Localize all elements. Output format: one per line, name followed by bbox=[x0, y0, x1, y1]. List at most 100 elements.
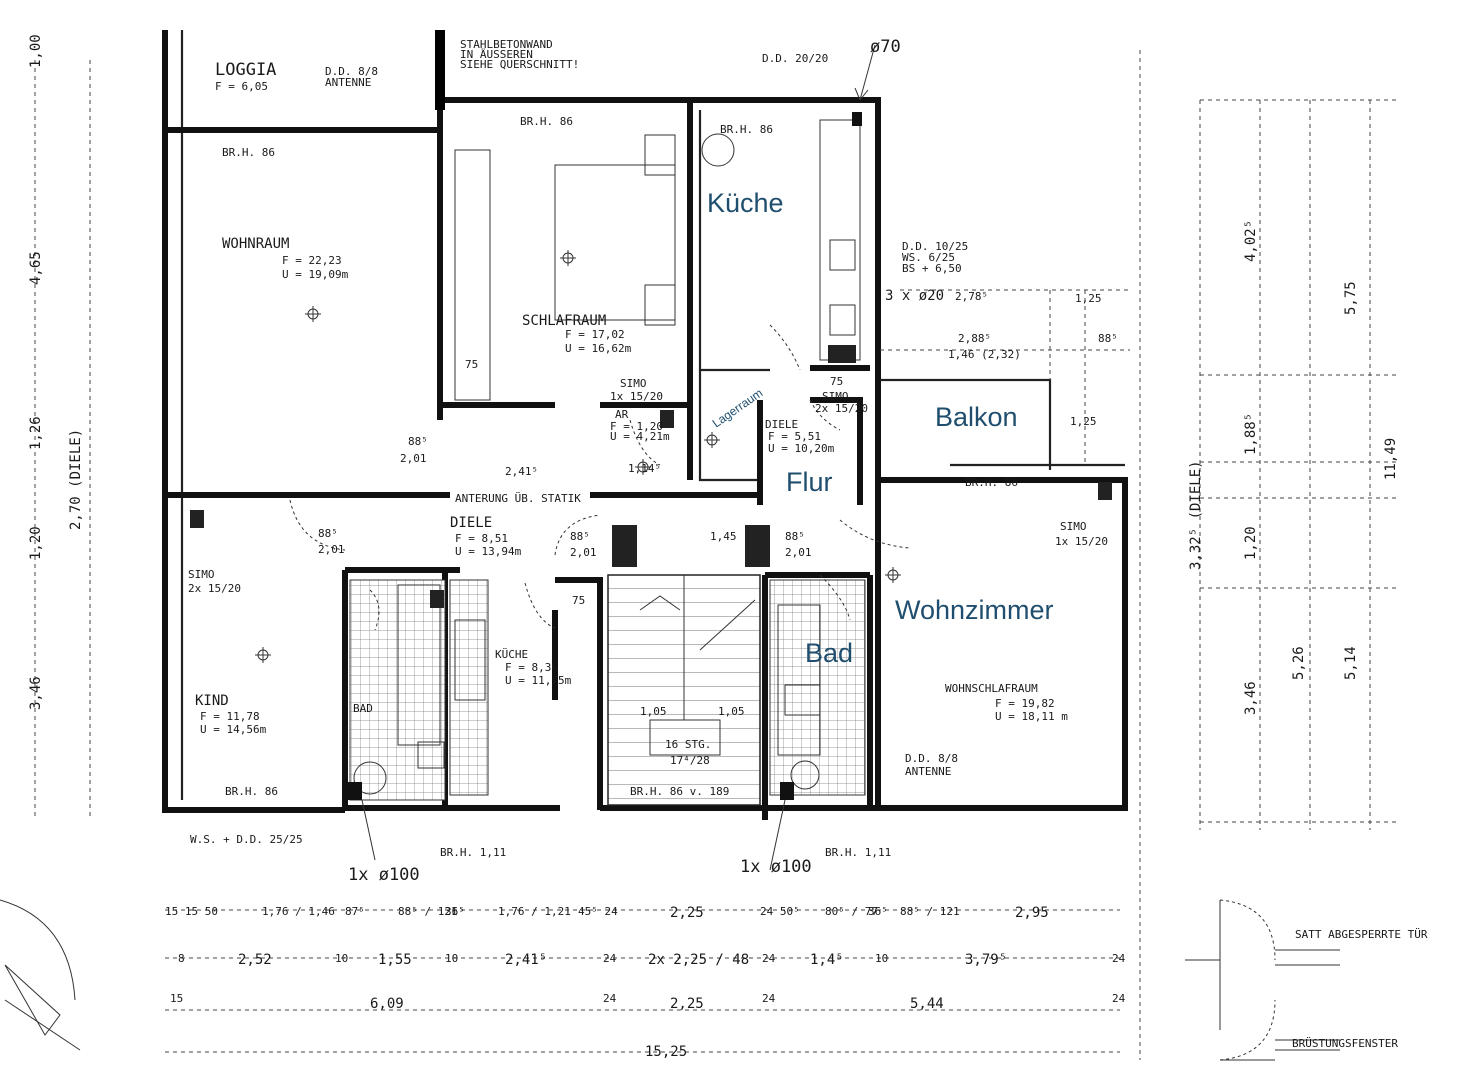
kueche2-u: U = 11,75m bbox=[505, 674, 572, 687]
diele-1u: U = 10,20m bbox=[768, 442, 835, 455]
dim-b2-0: 8 bbox=[178, 952, 185, 965]
loggia-area: F = 6,05 bbox=[215, 80, 268, 93]
dim-201a: 2,01 bbox=[400, 452, 427, 465]
dd88-antenne-b: ANTENNE bbox=[905, 765, 951, 778]
dim-b1-8: 24 50⁵ bbox=[760, 905, 800, 918]
door-swings bbox=[289, 324, 911, 631]
dd-1025-c: BS + 6,50 bbox=[902, 262, 962, 275]
room-kueche: Küche bbox=[707, 188, 784, 218]
dim-75b: 75 bbox=[572, 594, 585, 607]
dim-885d: 88⁵ bbox=[570, 530, 590, 543]
dim-75c: 75 bbox=[830, 375, 843, 388]
simo-4b: 2x 15/20 bbox=[188, 582, 241, 595]
stahlbeton-note-3: SIEHE QUERSCHNITT! bbox=[460, 58, 579, 71]
dim-left-3: 1,26 bbox=[28, 416, 44, 450]
dd-1025: D.D. 10/25 bbox=[902, 240, 968, 253]
dim-b1-3: 88⁵ / 121 bbox=[398, 905, 458, 918]
bottom-dimensions-row2: 8 2,52 10 1,55 10 2,41⁵ 24 2x 2,25 / 48 … bbox=[178, 952, 1126, 968]
right-dimensions: 4,02⁵ 5,75 1,88⁵ 3,32⁵ (DIELE) 1,20 11,4… bbox=[1188, 220, 1399, 715]
dd-1025-b: WS. 6/25 bbox=[902, 251, 955, 264]
dim-b3-6: 24 bbox=[1112, 992, 1126, 1005]
dim-b1-7: 2,25 bbox=[670, 905, 704, 921]
schlafraum-f: F = 17,02 bbox=[565, 328, 625, 341]
room-lagerraum: Lagerraum bbox=[710, 386, 766, 431]
dim-2785: 2,78⁵ bbox=[955, 290, 988, 303]
brh86-kind: BR.H. 86 bbox=[225, 785, 278, 798]
dim-b2-2: 10 bbox=[335, 952, 348, 965]
dim-b3-1: 6,09 bbox=[370, 996, 404, 1012]
dim-left-2: 4,65 bbox=[28, 251, 44, 285]
dim-b1-9: 80⁵ / 77 bbox=[825, 905, 878, 918]
dim-b1-5: 1,76 / 1,21 bbox=[498, 905, 571, 918]
dim-right-4: 3,32⁵ (DIELE) bbox=[1188, 460, 1204, 570]
phi100b: 1x ø100 bbox=[740, 857, 812, 877]
plan-labels: LOGGIA F = 6,05 STAHLBETONWAND IN ÄUSSER… bbox=[188, 37, 1428, 1050]
dim-885e: 88⁵ bbox=[785, 530, 805, 543]
brh111b: BR.H. 1,11 bbox=[825, 846, 891, 859]
dim-105a: 1,05 bbox=[640, 705, 667, 718]
dim-b2-6: 24 bbox=[603, 952, 617, 965]
dim-right-7: 3,46 bbox=[1243, 681, 1259, 715]
stg-b: 17⁴/28 bbox=[670, 754, 710, 767]
dim-left-1: 1,00 bbox=[28, 34, 44, 68]
diele-2f: F = 8,51 bbox=[455, 532, 508, 545]
dim-201c: 2,01 bbox=[570, 546, 597, 559]
schlafraum-label: SCHLAFRAUM bbox=[522, 313, 606, 329]
simo-1: SIMO bbox=[620, 377, 647, 390]
stg-label: 16 STG. bbox=[665, 738, 711, 751]
dim-total: 15,25 bbox=[645, 1044, 687, 1060]
satt-note: SATT ABGESPERRTE TÜR bbox=[1295, 928, 1428, 941]
kind-label: KIND bbox=[195, 693, 229, 709]
wohnraum-f: F = 22,23 bbox=[282, 254, 342, 267]
brh86-schlaf: BR.H. 86 bbox=[520, 115, 573, 128]
dim-885: 88⁵ bbox=[1098, 332, 1118, 345]
simo-1b: 1x 15/20 bbox=[610, 390, 663, 403]
dim-left-4: 1,20 bbox=[28, 526, 44, 560]
dim-b1-1: 1,76 / 1,46 bbox=[262, 905, 335, 918]
dim-114: 1,14⁵ bbox=[628, 462, 661, 475]
room-balkon: Balkon bbox=[935, 402, 1018, 432]
dim-b2-7: 2x 2,25 / 48 bbox=[648, 952, 749, 968]
dim-right-1: 4,02⁵ bbox=[1243, 220, 1259, 262]
dim-b1-0: 15 15 50 bbox=[165, 905, 218, 918]
simo-3b: 1x 15/20 bbox=[1055, 535, 1108, 548]
phi70-label: ø70 bbox=[870, 37, 901, 57]
dim-b2-3: 1,55 bbox=[378, 952, 412, 968]
phi100a: 1x ø100 bbox=[348, 865, 420, 885]
dim-b1-4: 36⁵ bbox=[445, 905, 465, 918]
ws-dd: W.S. + D.D. 25/25 bbox=[190, 833, 303, 846]
dim-b2-9: 1,4⁵ bbox=[810, 952, 844, 968]
center-markers bbox=[255, 250, 901, 663]
dim-146: 1,46 (2,32) bbox=[948, 348, 1021, 361]
stahlbeton-note: STAHLBETONWAND bbox=[460, 38, 553, 51]
schlafraum-u: U = 16,62m bbox=[565, 342, 632, 355]
dim-b1-6: 45⁵ 24 bbox=[578, 905, 618, 918]
brh86-wohn: BR.H. 86 bbox=[222, 146, 275, 159]
dim-125b: 1,25 bbox=[1070, 415, 1097, 428]
dim-b2-5: 2,41⁵ bbox=[505, 952, 547, 968]
outer-walls bbox=[162, 30, 1128, 813]
room-bad: Bad bbox=[805, 638, 853, 668]
dim-left-5: 2,70 (DIELE) bbox=[68, 429, 84, 530]
dim-b1-12: 2,95 bbox=[1015, 905, 1049, 921]
wohnraum-u: U = 19,09m bbox=[282, 268, 349, 281]
dim-b2-11: 3,79⁵ bbox=[965, 952, 1007, 968]
dim-b3-2: 24 bbox=[603, 992, 617, 1005]
dim-right-6: 11,49 bbox=[1383, 438, 1399, 480]
kueche2-f: F = 8,36 bbox=[505, 661, 558, 674]
bad-label-plan: BAD bbox=[353, 702, 373, 715]
dim-2415: 2,41⁵ bbox=[505, 465, 538, 478]
dim-right-2: 5,75 bbox=[1343, 281, 1359, 315]
dim-b2-1: 2,52 bbox=[238, 952, 272, 968]
wohnschlaf-label: WOHNSCHLAFRAUM bbox=[945, 682, 1038, 695]
simo-3: SIMO bbox=[1060, 520, 1087, 533]
dim-125a: 1,25 bbox=[1075, 292, 1102, 305]
brh-trep: BR.H. 86 v. 189 bbox=[630, 785, 729, 798]
dim-75a: 75 bbox=[465, 358, 478, 371]
simo-4: SIMO bbox=[188, 568, 215, 581]
kind-u: U = 14,56m bbox=[200, 723, 267, 736]
dimension-lines bbox=[0, 44, 1400, 1061]
dim-105b: 1,05 bbox=[718, 705, 745, 718]
stahlbeton-note-2: IN ÄUSSEREN bbox=[460, 48, 533, 61]
dim-b2-4: 10 bbox=[445, 952, 458, 965]
